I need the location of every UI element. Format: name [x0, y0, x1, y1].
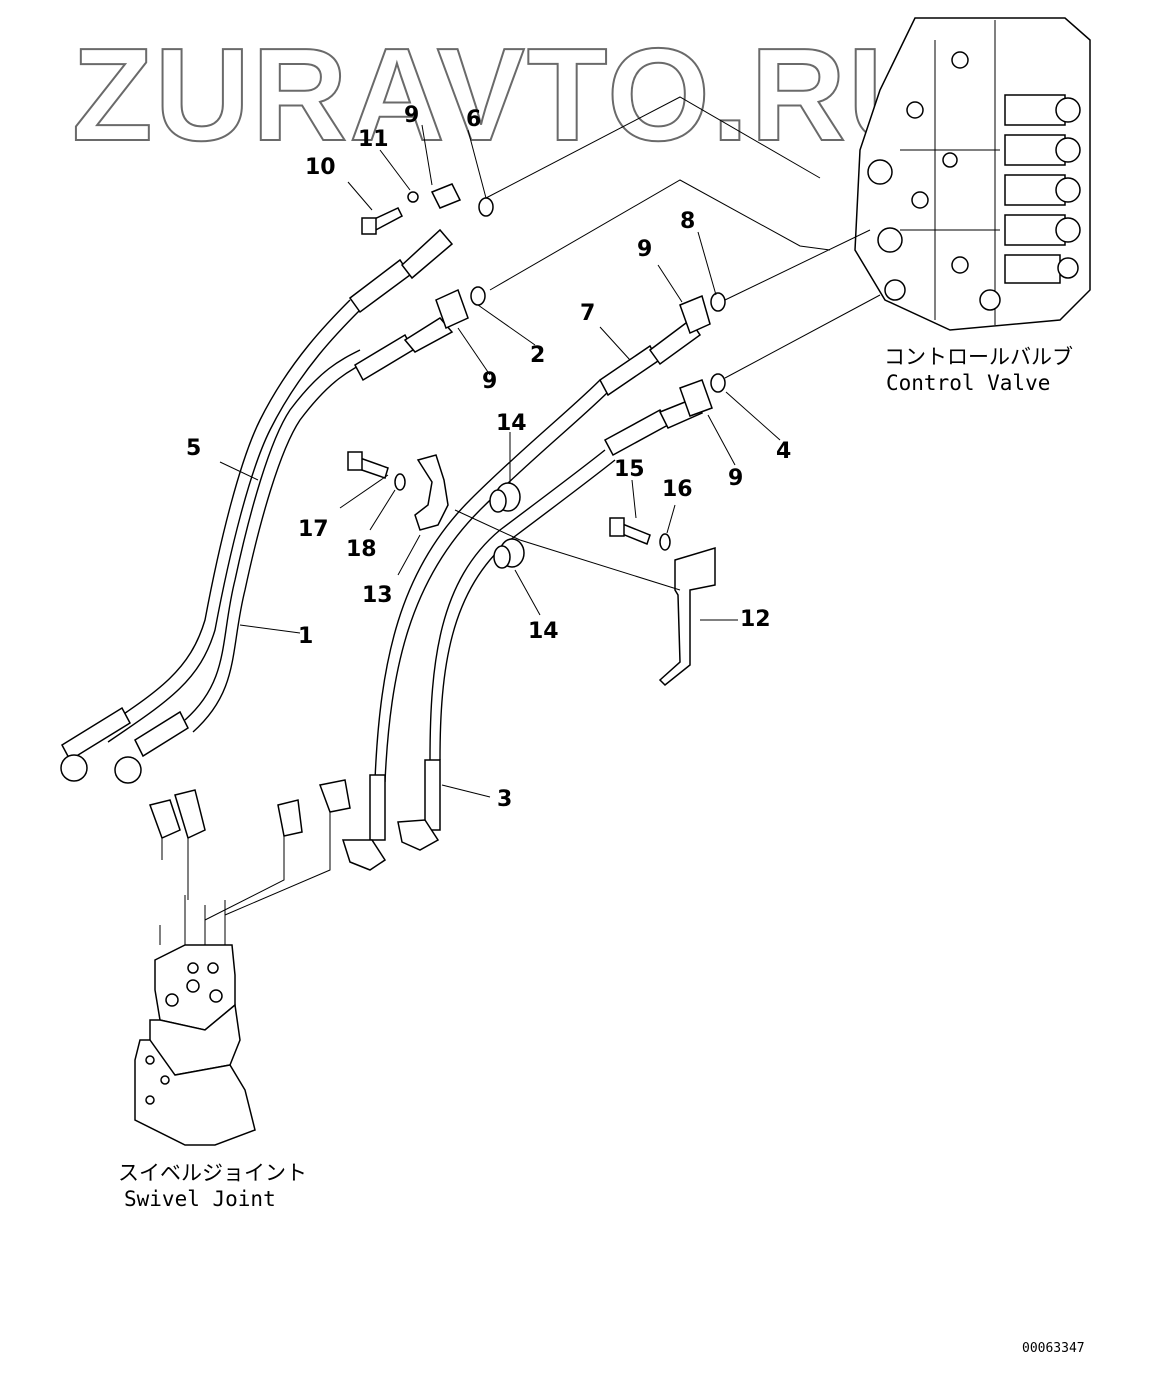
callout-9-top: 9: [404, 103, 419, 128]
callout-14-top: 14: [496, 411, 527, 436]
elbow-fitting: [341, 839, 387, 871]
bolt-17-head: [347, 451, 363, 471]
callout-16: 16: [662, 477, 693, 502]
drawing-number: 00063347: [1022, 1341, 1085, 1356]
washer-16: [659, 533, 671, 551]
callout-7: 7: [580, 301, 595, 326]
leader-lines: [219, 124, 781, 798]
callout-3: 3: [497, 787, 512, 812]
callout-18: 18: [346, 537, 377, 562]
callout-9-left: 9: [482, 369, 497, 394]
hose-1: [114, 317, 454, 784]
assembly-line: [485, 96, 881, 379]
swivel-joint-label-en: Swivel Joint: [124, 1187, 276, 1211]
callout-2: 2: [530, 343, 545, 368]
o-ring-2: [470, 286, 486, 306]
o-ring-8: [710, 292, 726, 312]
callout-9-right: 9: [728, 466, 743, 491]
control-valve-label-en: Control Valve: [886, 371, 1050, 395]
callout-14-bottom: 14: [528, 619, 559, 644]
callout-12: 12: [740, 607, 771, 632]
swivel-joint: [134, 895, 256, 1146]
callout-10: 10: [305, 155, 336, 180]
split-flange: [679, 294, 711, 335]
hose-3: [429, 397, 704, 761]
split-flange: [435, 288, 469, 330]
hose-5: [60, 228, 454, 782]
o-ring-4: [710, 373, 726, 393]
split-flange: [679, 379, 713, 417]
callout-17: 17: [298, 517, 329, 542]
callout-13: 13: [362, 583, 393, 608]
callout-4: 4: [776, 439, 791, 464]
o-ring-6: [478, 197, 494, 217]
callout-5: 5: [186, 436, 201, 461]
split-flange: [430, 183, 462, 209]
watermark: ZURAVTO.RU: [72, 21, 945, 168]
callout-6: 6: [466, 107, 481, 132]
bolt-15-head: [609, 517, 625, 537]
washer-18: [394, 473, 406, 491]
washer-11: [407, 191, 419, 203]
callout-11: 11: [358, 127, 389, 152]
grommet-14b: [493, 538, 525, 569]
control-valve-label-jp: コントロールバルブ: [884, 345, 1073, 369]
control-valve: [854, 17, 1091, 331]
swivel-joint-label-jp: スイベルジョイント: [118, 1161, 307, 1185]
clamp-13: [414, 454, 449, 531]
callout-8: 8: [680, 209, 695, 234]
bolt-10-head: [361, 217, 377, 235]
callout-1: 1: [298, 624, 313, 649]
grommet-14a: [489, 482, 521, 513]
elbow-fitting: [397, 819, 440, 851]
callout-9-mid: 9: [637, 237, 652, 262]
hose-end-fitting: [369, 774, 386, 841]
hose-end-fitting: [424, 759, 441, 831]
assembly-line: [454, 509, 681, 591]
bracket-12: [658, 546, 716, 687]
callout-15: 15: [614, 457, 645, 482]
hose-7: [374, 318, 702, 783]
adapters: [149, 779, 351, 921]
